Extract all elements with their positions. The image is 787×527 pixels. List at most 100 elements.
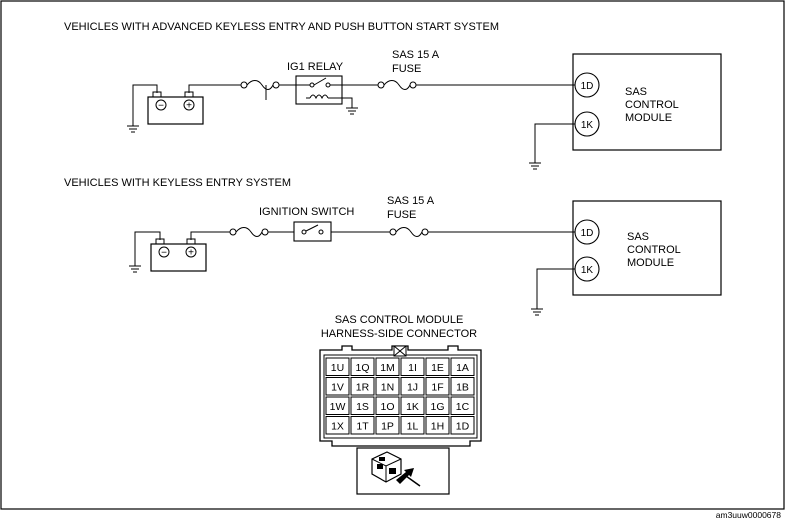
connector-cell [350,416,375,435]
connector-cell [400,396,425,415]
connector-cell-label: 1B [456,382,469,394]
battery-b-plus: + [188,248,194,259]
connector-view-direction-icon [356,447,450,495]
connector-cell-label: 1O [380,401,394,413]
connector-cell [350,396,375,415]
pin-b-1k-label: 1K [581,265,594,276]
connector-cell-label: 1K [406,401,419,413]
ground-a-1k [529,123,575,170]
fusible-link-a-icon [240,80,295,100]
ignition-switch-label: IGNITION SWITCH [259,206,354,218]
connector-cell-label: 1M [380,362,395,374]
diagram-b-heading: VEHICLES WITH KEYLESS ENTRY SYSTEM [64,177,291,189]
connector-cell-label: 1X [331,421,344,433]
battery-b-icon: − + [150,238,207,272]
ignition-switch-icon: IGNITION SWITCH [259,206,390,242]
fuse-b-label-2: FUSE [387,209,416,221]
connector-cell-label: 1F [431,382,443,394]
connector-cell [425,357,450,376]
fuse-b-label-1: SAS 15 A [387,195,435,207]
pin-a-1d [574,72,600,98]
connector-cell [400,357,425,376]
connector-cell [425,416,450,435]
connector-cell-label: 1V [331,382,344,394]
connector-cell-label: 1C [456,401,470,413]
fuse-a-label-2: FUSE [392,63,421,75]
battery-b-minus: − [161,248,167,259]
connector-cell-label: 1E [431,362,444,374]
sas-module-a: 1D 1K SAS CONTROL MODULE [572,53,722,151]
connector-cell-grid: 1U 1Q 1M 1I 1E 1A 1V 1R 1N 1J 1F 1B 1W 1S 1O 1K 1G 1C 1X 1T… [325,357,475,435]
ig1-relay-label: IG1 RELAY [287,61,344,73]
connector-cell-label: 1P [381,421,394,433]
connector-cell-label: 1S [356,401,369,413]
connector-cell-label: 1T [356,421,369,433]
connector-cell [450,377,475,396]
fuse-a-label-1: SAS 15 A [392,49,440,61]
connector-cell-label: 1D [456,421,470,433]
connector-cell-label: 1J [407,382,418,394]
connector-cell [375,396,400,415]
connector-cell [400,377,425,396]
battery-b-ground [129,231,161,273]
fuse-a-icon: SAS 15 A FUSE [377,49,440,90]
connector-cell [450,396,475,415]
connector-title-2: HARNESS-SIDE CONNECTOR [321,328,477,340]
wire-a-feed [188,84,241,93]
connector-cell-label: 1H [431,421,444,433]
connector-cell-label: 1L [407,421,419,433]
battery-a-minus: − [158,101,164,112]
connector-housing [319,345,482,447]
connector-title-1: SAS CONTROL MODULE [335,314,464,326]
connector-cell [350,377,375,396]
connector-cell [400,416,425,435]
module-a-line-3: MODULE [625,112,672,124]
fuse-b-icon: SAS 15 A FUSE [387,195,435,237]
connector-cell [325,357,350,376]
module-b-line-3: MODULE [627,257,674,269]
connector-cell-label: 1G [430,401,444,413]
footer-code: am3uuw0000678 [716,510,781,520]
connector-cell [375,416,400,435]
sas-module-b: 1D 1K SAS CONTROL MODULE [572,200,722,296]
connector-cell [375,377,400,396]
fusible-link-b-icon [229,227,294,237]
module-a-line-1: SAS [625,86,647,98]
battery-a-plus: + [186,101,192,112]
connector-cell [425,377,450,396]
connector-cell [375,357,400,376]
module-b-line-2: CONTROL [627,244,681,256]
module-a-line-2: CONTROL [625,99,679,111]
connector-cell [325,396,350,415]
connector-cell-label: 1N [381,382,394,394]
battery-a-ground [127,84,158,133]
connector-cell-label: 1Q [355,362,369,374]
module-b-line-1: SAS [627,231,649,243]
connector-cell [425,396,450,415]
pin-b-1d [574,219,600,245]
connector-cell [450,357,475,376]
harness-connector-diagram: SAS CONTROL MODULE HARNESS-SIDE CONNECTO… [319,314,482,495]
pin-b-1d-label: 1D [581,228,594,239]
pin-a-1d-label: 1D [581,81,594,92]
connector-cell-label: 1I [408,362,417,374]
connector-cell [325,416,350,435]
connector-cell-label: 1A [456,362,469,374]
connector-latch-icon [393,345,407,357]
battery-a-icon: − + [147,91,204,125]
ground-b-1k [531,268,575,316]
connector-cell-label: 1W [330,401,346,413]
connector-cell-label: 1U [331,362,344,374]
diagram-a-heading: VEHICLES WITH ADVANCED KEYLESS ENTRY AND… [64,21,499,33]
wire-b-feed [190,231,230,240]
pin-a-1k-label: 1K [581,120,594,131]
connector-cell [450,416,475,435]
connector-cell-label: 1R [356,382,370,394]
diagram-advanced-keyless: VEHICLES WITH ADVANCED KEYLESS ENTRY AND… [64,21,722,170]
outer-border [0,0,785,510]
ig1-relay-icon: IG1 RELAY [287,61,378,115]
diagram-keyless-entry: VEHICLES WITH KEYLESS ENTRY SYSTEM − + [64,177,722,316]
connector-cell [350,357,375,376]
